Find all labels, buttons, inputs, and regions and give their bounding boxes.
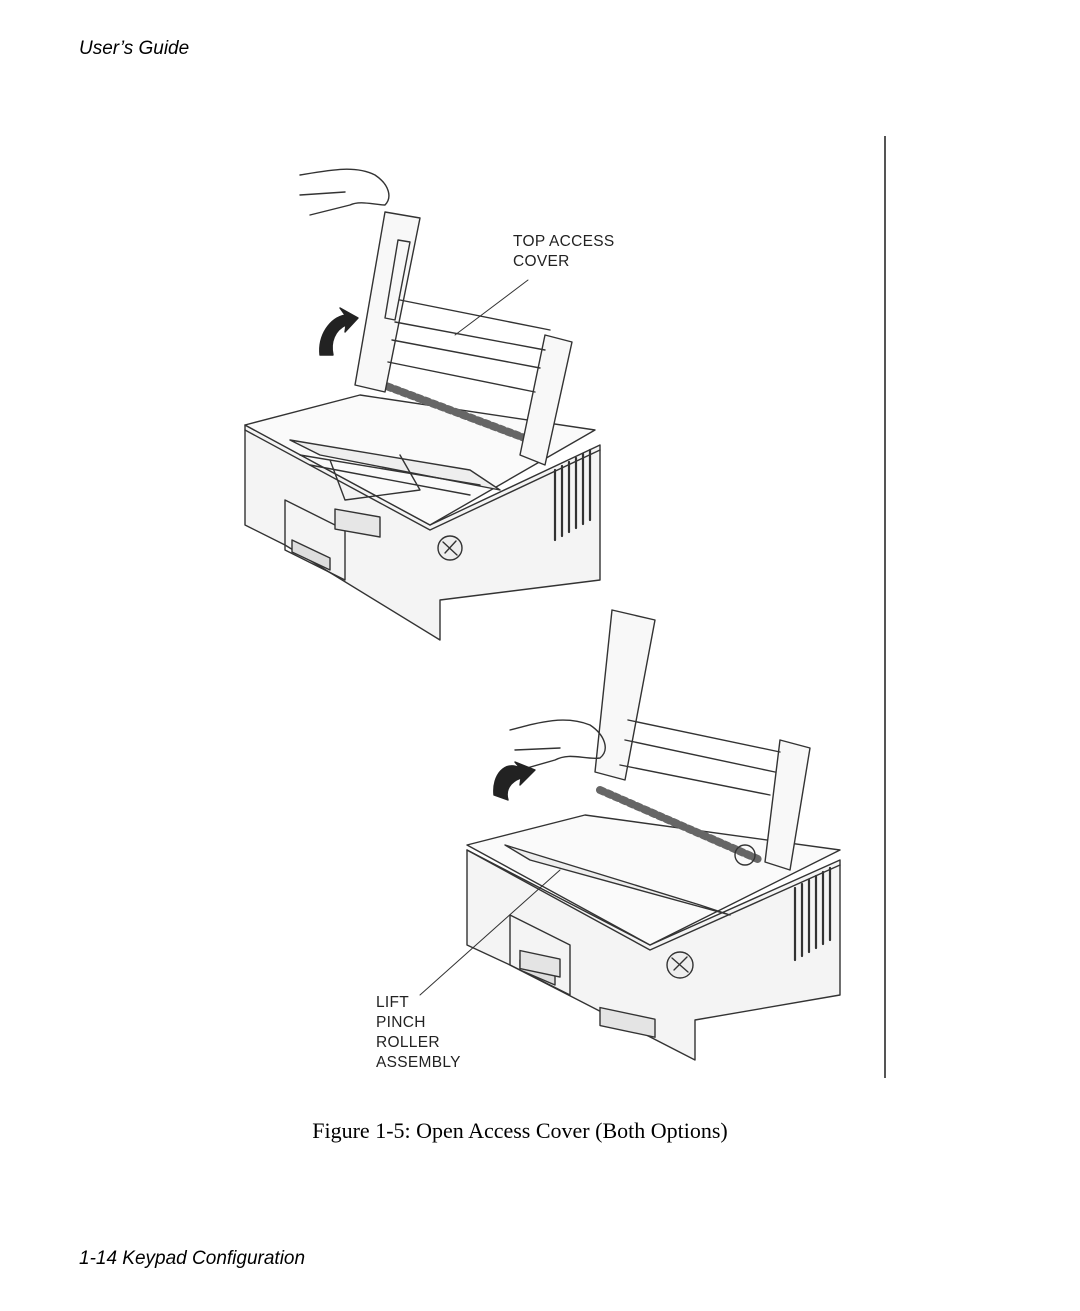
- callout-line: COVER: [513, 253, 570, 270]
- figure-caption: Figure 1-5: Open Access Cover (Both Opti…: [312, 1118, 728, 1143]
- callout-top-access-cover: TOP ACCESS COVER: [513, 232, 615, 272]
- printer-top-cover-open: [244, 168, 601, 641]
- vertical-rule: [884, 136, 886, 1078]
- running-header: User’s Guide: [79, 38, 190, 59]
- callout-line: ASSEMBLY: [376, 1054, 461, 1071]
- callout-line: LIFT: [376, 994, 410, 1011]
- printer-pinch-roller-lifted: [419, 609, 841, 1061]
- running-footer: 1-14 Keypad Configuration: [79, 1248, 306, 1269]
- callout-line: ROLLER: [376, 1034, 440, 1051]
- callout-line: PINCH: [376, 1014, 426, 1031]
- callout-lift-pinch-roller-assembly: LIFT PINCH ROLLER ASSEMBLY: [376, 993, 461, 1073]
- callout-line: TOP ACCESS: [513, 233, 615, 250]
